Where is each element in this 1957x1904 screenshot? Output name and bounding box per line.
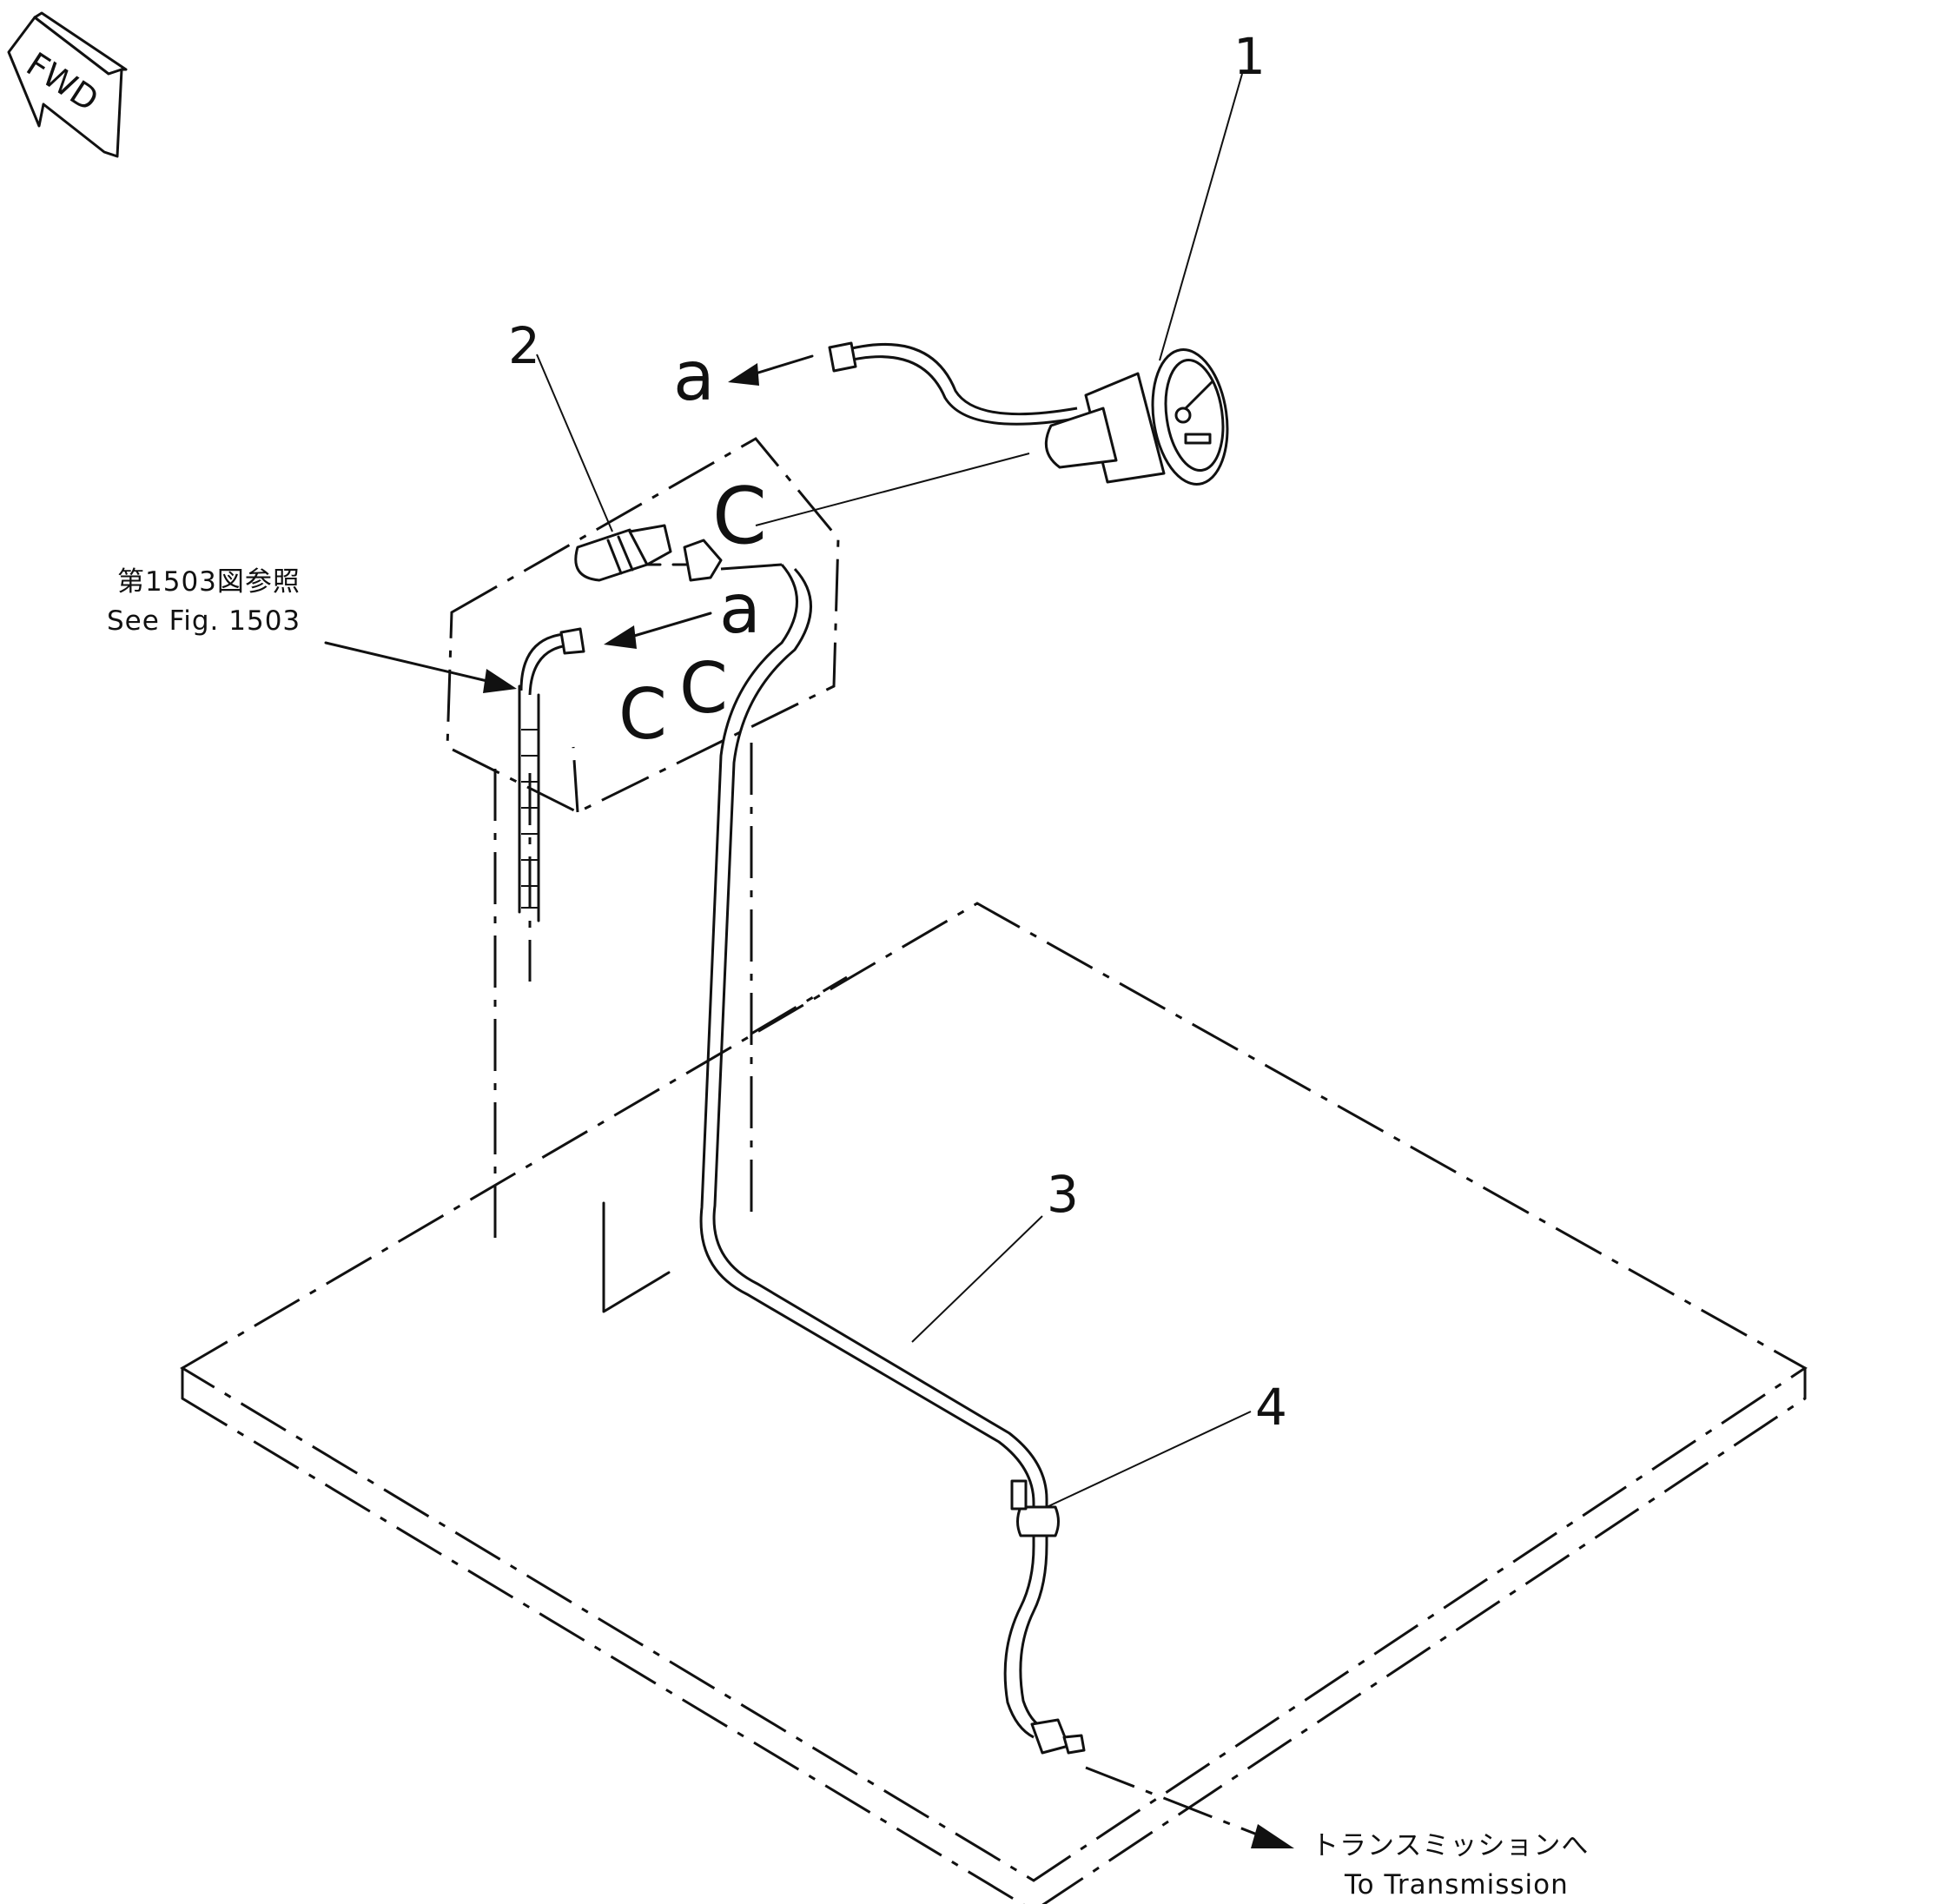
reference-note-en: See Fig. 1503	[107, 605, 301, 637]
panel-mark-upper: C	[712, 471, 767, 562]
connection-arrow-lower	[604, 612, 712, 649]
callout-1: 1	[1233, 27, 1266, 86]
instrument-panel	[446, 437, 840, 814]
wiring-harness	[518, 627, 585, 922]
switch-connector	[574, 524, 783, 582]
destination-arrow	[1085, 1766, 1294, 1848]
connection-label-upper: a	[673, 338, 715, 416]
connection-label-lower: a	[719, 571, 761, 649]
floor-plate	[180, 902, 1808, 1904]
panel-mark-lower-right: C	[679, 648, 728, 729]
connection-arrow-upper	[728, 354, 814, 386]
transmission-fitting	[1030, 1718, 1086, 1755]
hose-clamp	[1010, 1479, 1060, 1537]
callout-3: 3	[1047, 1165, 1079, 1224]
panel-mark-lower-left: C	[618, 674, 667, 755]
callout-2: 2	[508, 316, 540, 375]
hose-tube	[699, 564, 1048, 1739]
gauge-assembly	[828, 341, 1229, 486]
destination-note-en: To Transmission	[1344, 1869, 1569, 1901]
callout-4: 4	[1255, 1378, 1287, 1437]
fwd-direction-badge: FWD	[7, 11, 128, 158]
leader-lines	[536, 73, 1252, 1508]
reference-arrow	[324, 641, 517, 693]
reference-note-jp: 第1503図参照	[117, 566, 301, 598]
destination-note-jp: トランスミッションへ	[1312, 1830, 1589, 1861]
console-column	[493, 743, 848, 1313]
